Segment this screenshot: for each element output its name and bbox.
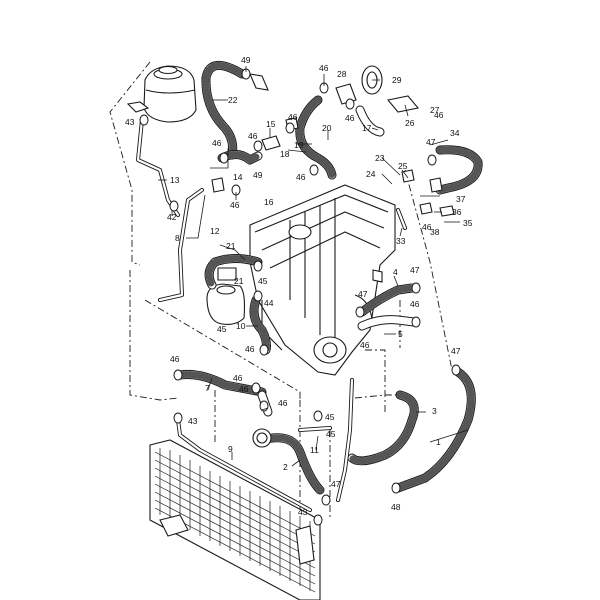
- callout-46-l: 46: [233, 373, 243, 383]
- callout-26: 26: [405, 118, 415, 128]
- callout-46-g: 46: [230, 200, 240, 210]
- coolant-hoses: [175, 61, 483, 495]
- callout-15: 15: [266, 119, 276, 129]
- connector-fittings: [211, 73, 455, 448]
- engine-block: [249, 184, 396, 376]
- callout-46-j: 46: [360, 340, 370, 350]
- callout-47-d: 47: [451, 346, 461, 356]
- callout-49-a: 49: [241, 55, 251, 65]
- callout-12: 12: [210, 226, 220, 236]
- callout-9: 9: [228, 444, 233, 454]
- callout-46-b: 46: [288, 112, 298, 122]
- callout-47-e: 47: [331, 479, 341, 489]
- callout-29: 29: [392, 75, 402, 85]
- callout-47-b: 47: [410, 265, 420, 275]
- callout-43-a: 43: [125, 117, 135, 127]
- callout-20: 20: [322, 123, 332, 133]
- callout-2: 2: [283, 462, 288, 472]
- callout-46-o: 46: [434, 110, 444, 120]
- callout-25: 25: [398, 161, 408, 171]
- callout-46-c: 46: [345, 113, 355, 123]
- callout-49-b: 49: [253, 170, 263, 180]
- callout-22: 22: [228, 95, 238, 105]
- callout-45-c: 45: [325, 412, 335, 422]
- callout-33: 33: [396, 236, 406, 246]
- callout-14: 14: [233, 172, 243, 182]
- callout-43-b: 43: [188, 416, 198, 426]
- callout-19: 19: [294, 140, 304, 150]
- callout-35: 35: [463, 218, 473, 228]
- callout-48: 48: [391, 502, 401, 512]
- callout-27: 27: [430, 105, 440, 115]
- callout-46-n: 46: [239, 384, 249, 394]
- callout-23: 23: [375, 153, 385, 163]
- callout-4: 4: [393, 267, 398, 277]
- callout-38: 38: [430, 227, 440, 237]
- callout-8: 8: [175, 233, 180, 243]
- callout-46-d: 46: [248, 131, 258, 141]
- callout-46-p: 46: [422, 222, 432, 232]
- callout-45-b: 45: [217, 324, 227, 334]
- coolant-expansion-tank: [126, 65, 197, 123]
- callout-45-d: 45: [326, 429, 336, 439]
- callout-28: 28: [337, 69, 347, 79]
- callout-46-m: 46: [278, 398, 288, 408]
- callout-46-e: 46: [212, 138, 222, 148]
- leader-lines: [158, 66, 469, 467]
- callout-16: 16: [264, 197, 274, 207]
- callout-46-h: 46: [410, 299, 420, 309]
- callout-36: 36: [452, 207, 462, 217]
- hose-clamps: [139, 68, 461, 526]
- callout-labels: 1 2 3 4 5 7 8 9 10 11 12 13 14 15 16 17 …: [125, 55, 473, 517]
- callout-47-a: 47: [426, 137, 436, 147]
- callout-11: 11: [310, 445, 319, 455]
- callout-3: 3: [432, 406, 437, 416]
- callout-37: 37: [456, 194, 466, 204]
- callout-47-c: 47: [358, 289, 368, 299]
- callout-46-f: 46: [296, 172, 306, 182]
- callout-44: 44: [264, 298, 274, 308]
- callout-10: 10: [236, 321, 246, 331]
- callout-24: 24: [366, 169, 376, 179]
- assembly-dash-lines: [109, 61, 453, 520]
- callout-21-a: 21: [226, 241, 236, 251]
- callout-1: 1: [436, 437, 441, 447]
- coolant-pipes: [158, 188, 407, 512]
- callout-45-a: 45: [258, 276, 268, 286]
- callout-13: 13: [170, 175, 180, 185]
- callout-17: 17: [362, 123, 372, 133]
- callout-18: 18: [280, 149, 290, 159]
- callout-5: 5: [398, 329, 403, 339]
- callout-42: 42: [167, 212, 177, 222]
- callout-46-a: 46: [319, 63, 329, 73]
- callout-43-c: 43: [298, 507, 308, 517]
- radiator: [149, 439, 321, 600]
- callout-34: 34: [450, 128, 460, 138]
- callout-46-i: 46: [245, 344, 255, 354]
- callout-46-k: 46: [170, 354, 180, 364]
- callout-7: 7: [205, 383, 210, 393]
- callout-21-b: 21: [234, 276, 244, 286]
